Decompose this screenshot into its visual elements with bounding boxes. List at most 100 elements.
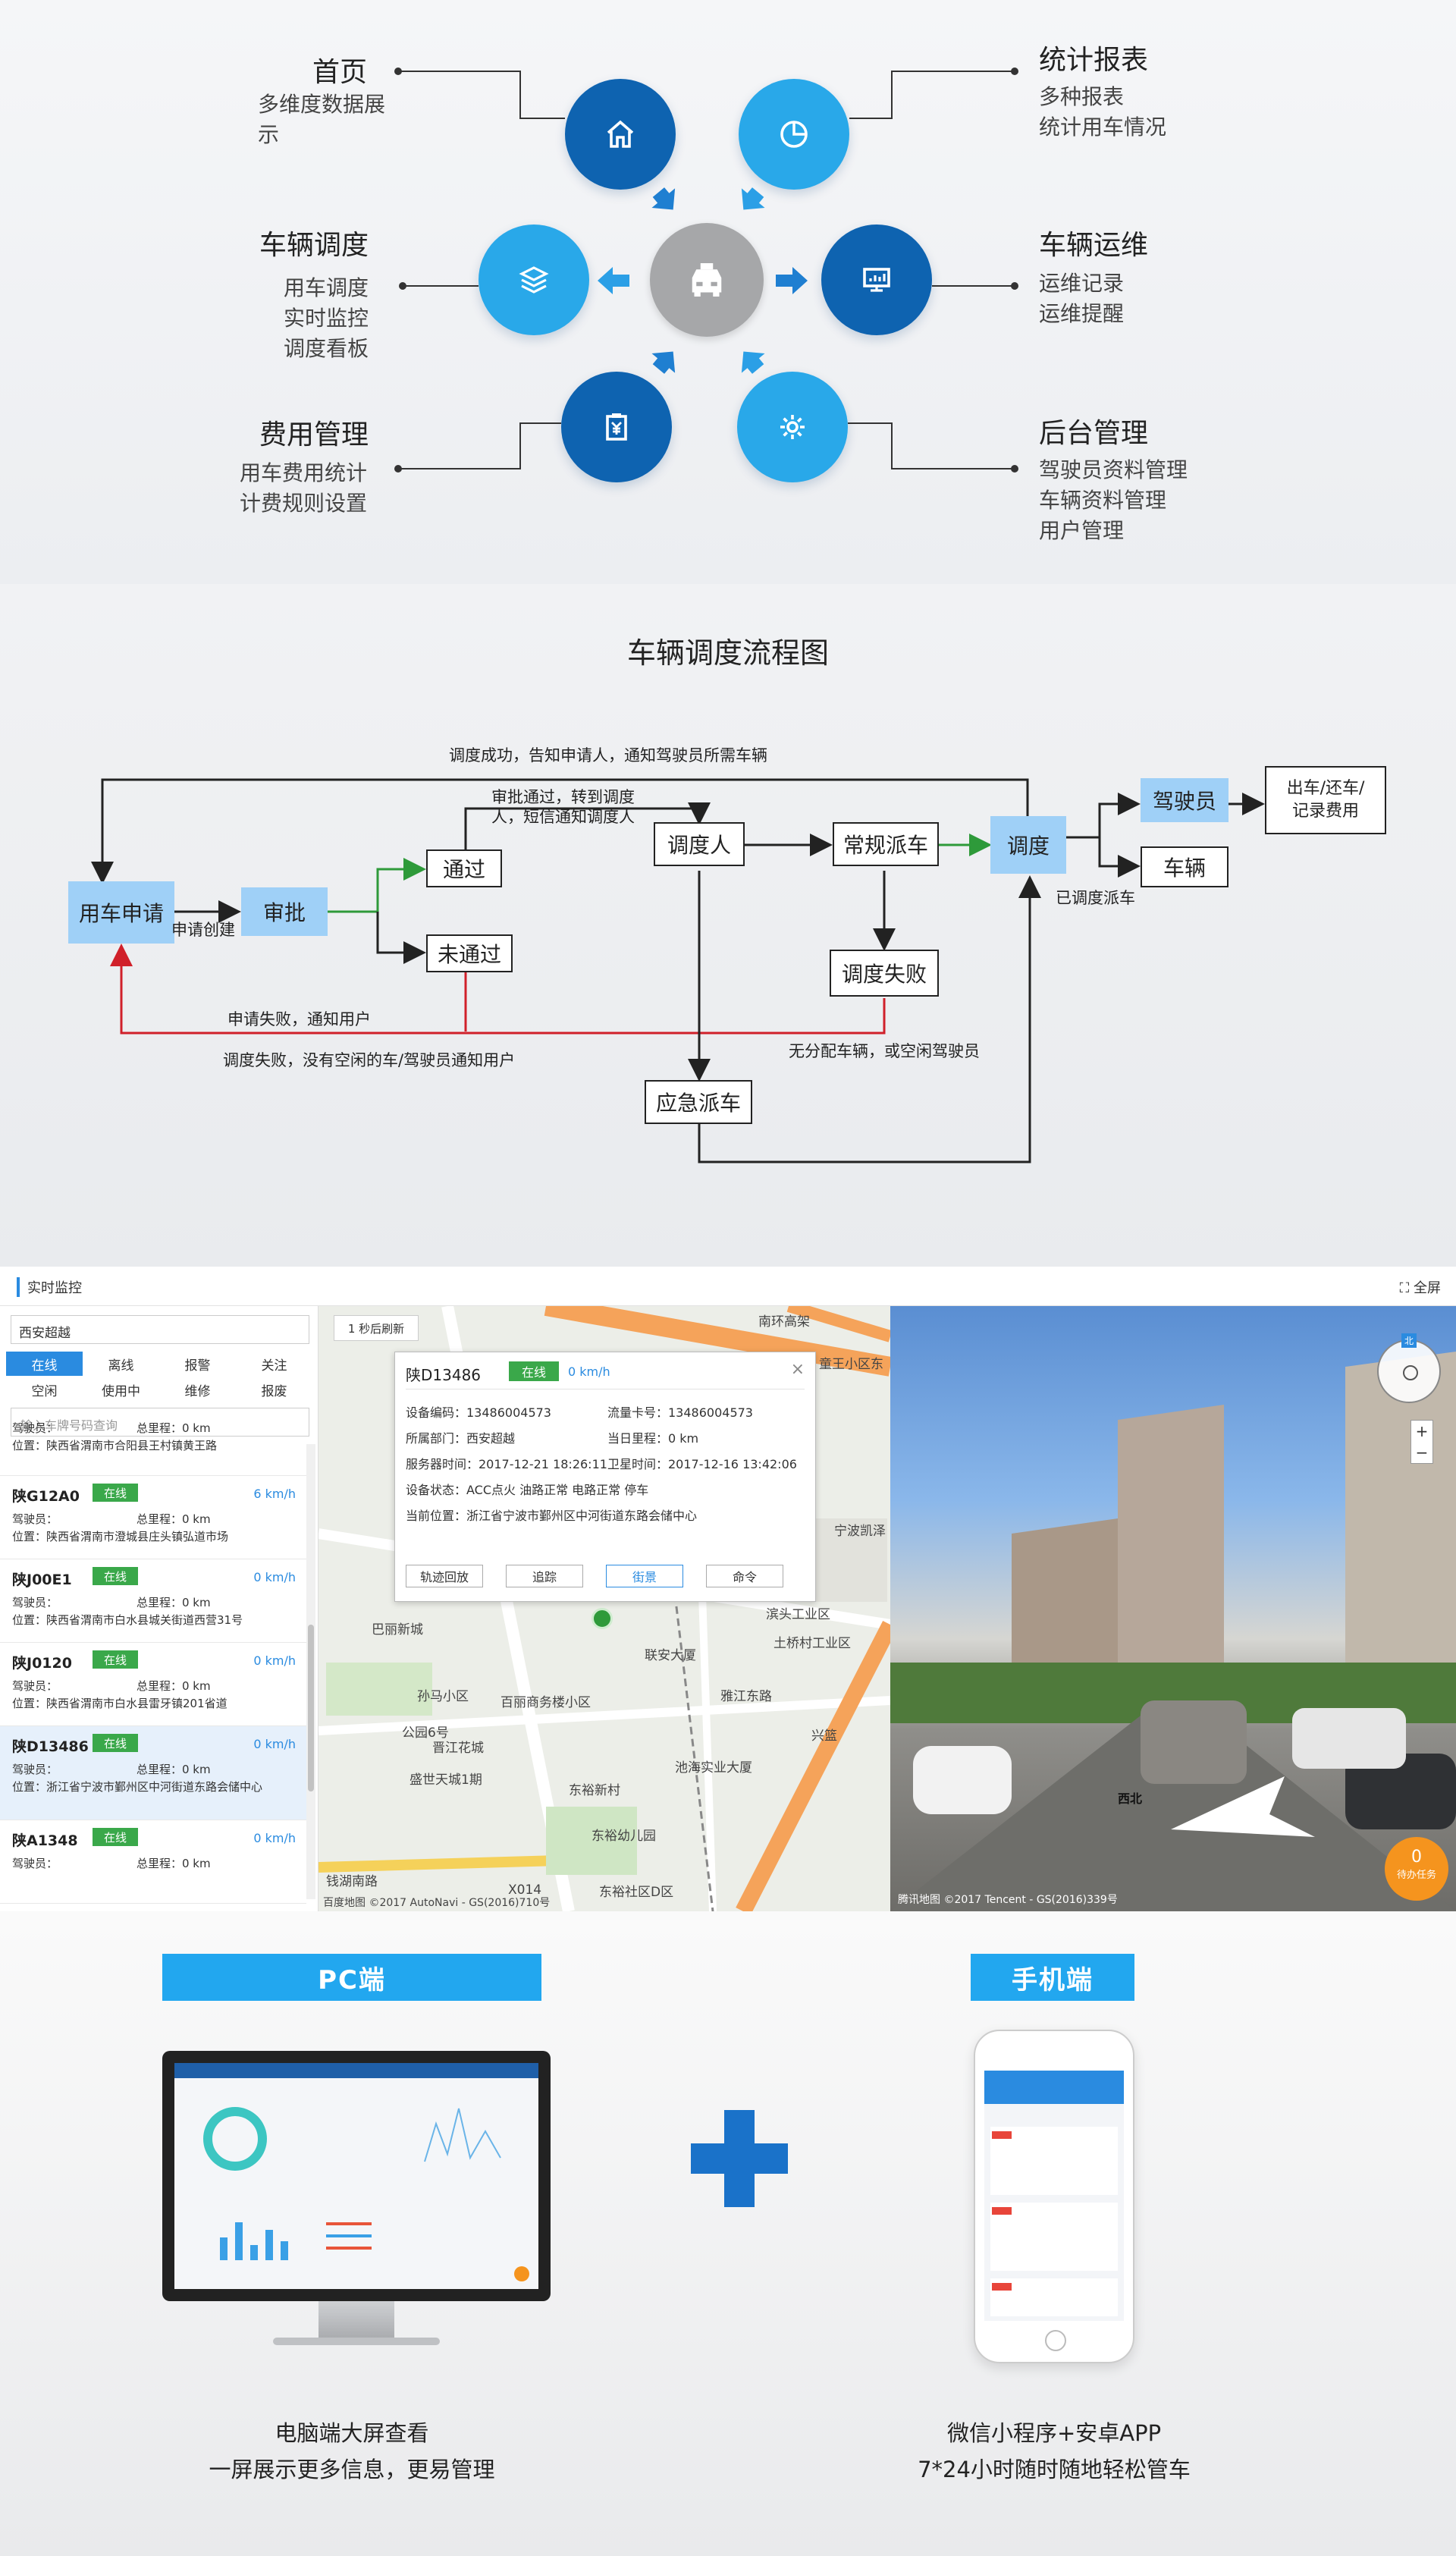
pc-description: 电脑端大屏查看 一屏展示更多信息，更易管理 [162,2415,541,2488]
tab-alarm[interactable]: 报警 [184,1358,211,1374]
home-line [398,71,521,72]
org-select[interactable]: 西安超越 [11,1315,309,1344]
list-item[interactable]: 陕G12A0 在线 6 km/h 驾驶员： 总里程：0 km 位置：陕西省渭南市… [0,1476,306,1559]
vehicle-info-popup: 陕D13486 在线 0 km/h × 设备编码：13486004573 流量卡… [394,1352,816,1602]
cost-line [398,468,521,469]
vehicle-plate: 陕A1348 [12,1832,78,1849]
mobile-desc-line: 7*24小时随时随地轻松管车 [918,2457,1191,2482]
list-item[interactable]: 驾驶员： 总里程：0 km 位置：陕西省渭南市合阳县王村镇黄王路 [0,1414,306,1476]
tab-repair[interactable]: 维修 [184,1383,211,1399]
pie-chart-icon [780,121,808,148]
compass-north-label: 北 [1401,1333,1417,1348]
tab-idle[interactable]: 空闲 [31,1383,58,1399]
maintenance-circle[interactable] [821,225,932,335]
cost-circle[interactable] [561,372,672,482]
tab-follow[interactable]: 关注 [261,1358,287,1374]
vehicle-plate: 陕G12A0 [12,1488,80,1505]
pending-task-badge[interactable]: 0 待办任务 [1385,1837,1448,1901]
home-sub-line: 示 [258,122,280,147]
list-item-selected[interactable]: 陕D13486 在线 0 km/h 驾驶员： 总里程：0 km 位置：浙江省宁波… [0,1726,306,1820]
arrow-right-icon [776,267,808,294]
home-sub: 多维度数据展 示 [258,89,385,150]
admin-sub-line: 车辆资料管理 [1039,488,1167,513]
arrow-down-left-icon [651,351,676,374]
list-item[interactable]: 陕J00E1 在线 0 km/h 驾驶员： 总里程：0 km 位置：陕西省渭南市… [0,1559,306,1643]
street-compass[interactable]: 北 [1377,1333,1441,1403]
home-title: 首页 [312,57,368,88]
street-view[interactable]: 西北 北 +− 腾讯地图 ©2017 Tencent - GS(2016)339… [890,1306,1456,1911]
phone-image [974,2030,1134,2363]
status-badge: 在线 [93,1567,138,1585]
admin-dot [1011,465,1018,473]
monitor-topbar: 实时监控 ⛶ 全屏 [0,1267,1456,1306]
flow-review: 审批 [241,887,328,936]
pc-dashboard-preview [203,2107,529,2281]
mobile-header: 手机端 [971,1954,1134,2001]
track-replay-button[interactable]: 轨迹回放 [406,1565,483,1587]
map-label: 池海实业大厦 [675,1760,752,1776]
tab-in-use[interactable]: 使用中 [102,1383,140,1399]
admin-sub: 驾驶员资料管理 车辆资料管理 用户管理 [1039,455,1188,546]
vehicle-location: 位置：陕西省渭南市白水县雷牙镇201省道 [12,1697,228,1710]
maint-sub-line: 运维提醒 [1039,301,1125,326]
maint-line [932,285,1012,287]
street-scene [890,1352,1456,1911]
maintenance-title: 车辆运维 [1039,230,1149,261]
vehicle-location: 位置：陕西省渭南市澄城县庄头镇弘道市场 [12,1530,229,1543]
tab-online[interactable]: 在线 [6,1352,83,1376]
vehicle-driver: 驾驶员： [12,1857,58,1870]
vehicle-driver: 驾驶员： [12,1679,58,1693]
maint-sub-line: 运维记录 [1039,271,1125,296]
close-icon[interactable]: × [790,1360,805,1379]
fullscreen-button[interactable]: ⛶ 全屏 [1399,1280,1441,1296]
tab-offline[interactable]: 离线 [108,1358,134,1374]
command-button[interactable]: 命令 [706,1565,783,1587]
arrow-up-right-icon [741,187,765,210]
taxi-icon [692,263,722,297]
map-label: 童王小区东 [819,1357,883,1372]
map-label: 土桥村工业区 [774,1636,851,1651]
popup-plate: 陕D13486 [406,1366,482,1384]
vehicle-location: 位置：陕西省渭南市白水县城关街道西营31号 [12,1613,243,1627]
devices-section: PC端 手机端 [0,1911,1456,2556]
cost-sub: 用车费用统计 计费规则设置 [240,458,367,519]
popup-sim: 流量卡号：13486004573 [607,1405,753,1420]
home-circle[interactable] [565,79,676,190]
stats-line [891,71,1014,72]
plate-search-input[interactable]: 输入车牌号码查询 [11,1408,309,1437]
street-direction-label: 西北 [1118,1791,1143,1806]
stats-line-v [891,71,893,119]
trace-button[interactable]: 追踪 [506,1565,583,1587]
phone-home-button [1045,2330,1066,2351]
cost-sub-line: 计费规则设置 [240,491,368,516]
dispatch-circle[interactable] [479,225,589,335]
center-circle [650,223,764,337]
layers-icon [519,266,549,294]
popup-gps-time: 卫星时间：2017-12-16 13:42:06 [607,1457,797,1471]
list-item[interactable]: 陕J0120 在线 0 km/h 驾驶员： 总里程：0 km 位置：陕西省渭南市… [0,1643,306,1726]
arrow-left-icon [598,267,629,294]
stats-title: 统计报表 [1039,45,1149,76]
zoom-control[interactable]: +− [1410,1420,1433,1464]
vehicle-speed: 0 km/h [253,1653,296,1668]
admin-sub-line: 驾驶员资料管理 [1039,457,1188,482]
tab-scrapped[interactable]: 报废 [261,1383,287,1399]
vehicle-marker-icon[interactable] [592,1608,613,1629]
vehicle-mileage: 总里程：0 km [136,1512,211,1526]
list-item[interactable]: 陕A1348 在线 0 km/h 驾驶员： 总里程：0 km [0,1820,306,1904]
stats-circle[interactable] [739,79,849,190]
center-arrows [598,187,808,374]
street-copyright: 腾讯地图 ©2017 Tencent - GS(2016)339号 [898,1894,1118,1906]
street-view-button[interactable]: 街景 [606,1565,683,1587]
clipboard-yuan-icon [606,413,627,441]
realtime-monitor-section: 实时监控 ⛶ 全屏 西安超越 在线 离线 报警 关注 空闲 使用中 维修 报废 … [0,1267,1456,1911]
map-label: 东裕新村 [569,1783,620,1798]
list-scrollbar-thumb[interactable] [308,1625,314,1791]
admin-circle[interactable] [737,372,848,482]
maintenance-sub: 运维记录 运维提醒 [1039,268,1124,329]
pc-screen [174,2063,538,2289]
refresh-indicator: 1 秒后刷新 [334,1315,419,1341]
popup-position: 当前位置：浙江省宁波市鄞州区中河街道东路会储中心 [406,1509,698,1523]
cost-line-v [519,422,521,469]
